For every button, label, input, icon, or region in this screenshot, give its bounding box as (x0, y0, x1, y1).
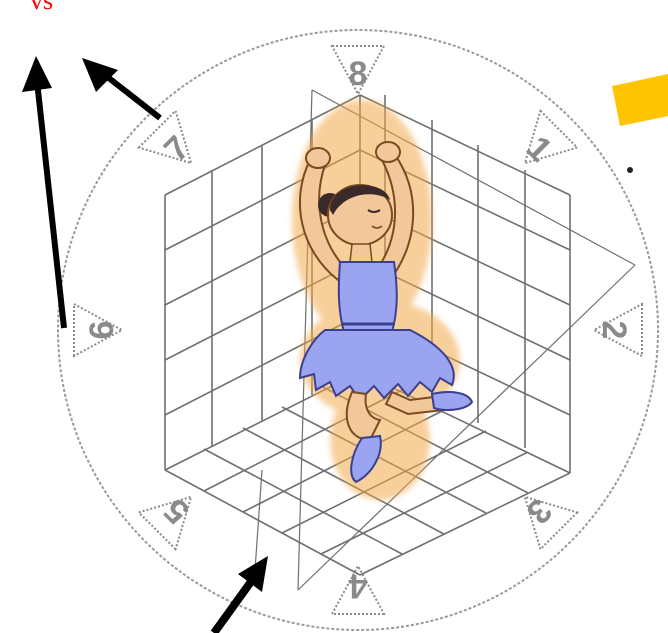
dancer-bodice (339, 262, 397, 332)
compass-marker-2: 2 (594, 304, 642, 356)
compass-number: 7 (157, 129, 197, 169)
compass-marker-7: 7 (139, 111, 210, 182)
compass-number: 2 (595, 321, 633, 340)
compass-marker-3: 3 (506, 478, 577, 549)
compass-number: 8 (349, 55, 368, 93)
dancer-shoe-right (432, 392, 472, 410)
dancer-hand-left (306, 148, 330, 168)
arrow-up-icon (36, 72, 64, 328)
compass-number: 6 (83, 321, 121, 340)
compass-marker-8: 8 (332, 46, 384, 94)
compass-number: 3 (519, 491, 559, 531)
accent-shape (612, 74, 668, 126)
compass-number: 5 (157, 491, 197, 531)
compass-marker-1: 1 (506, 111, 577, 182)
dot-marker (627, 167, 633, 173)
compass-number: 1 (519, 129, 559, 169)
dancer-hand-right (376, 142, 400, 162)
compass-marker-6: 6 (74, 304, 122, 356)
